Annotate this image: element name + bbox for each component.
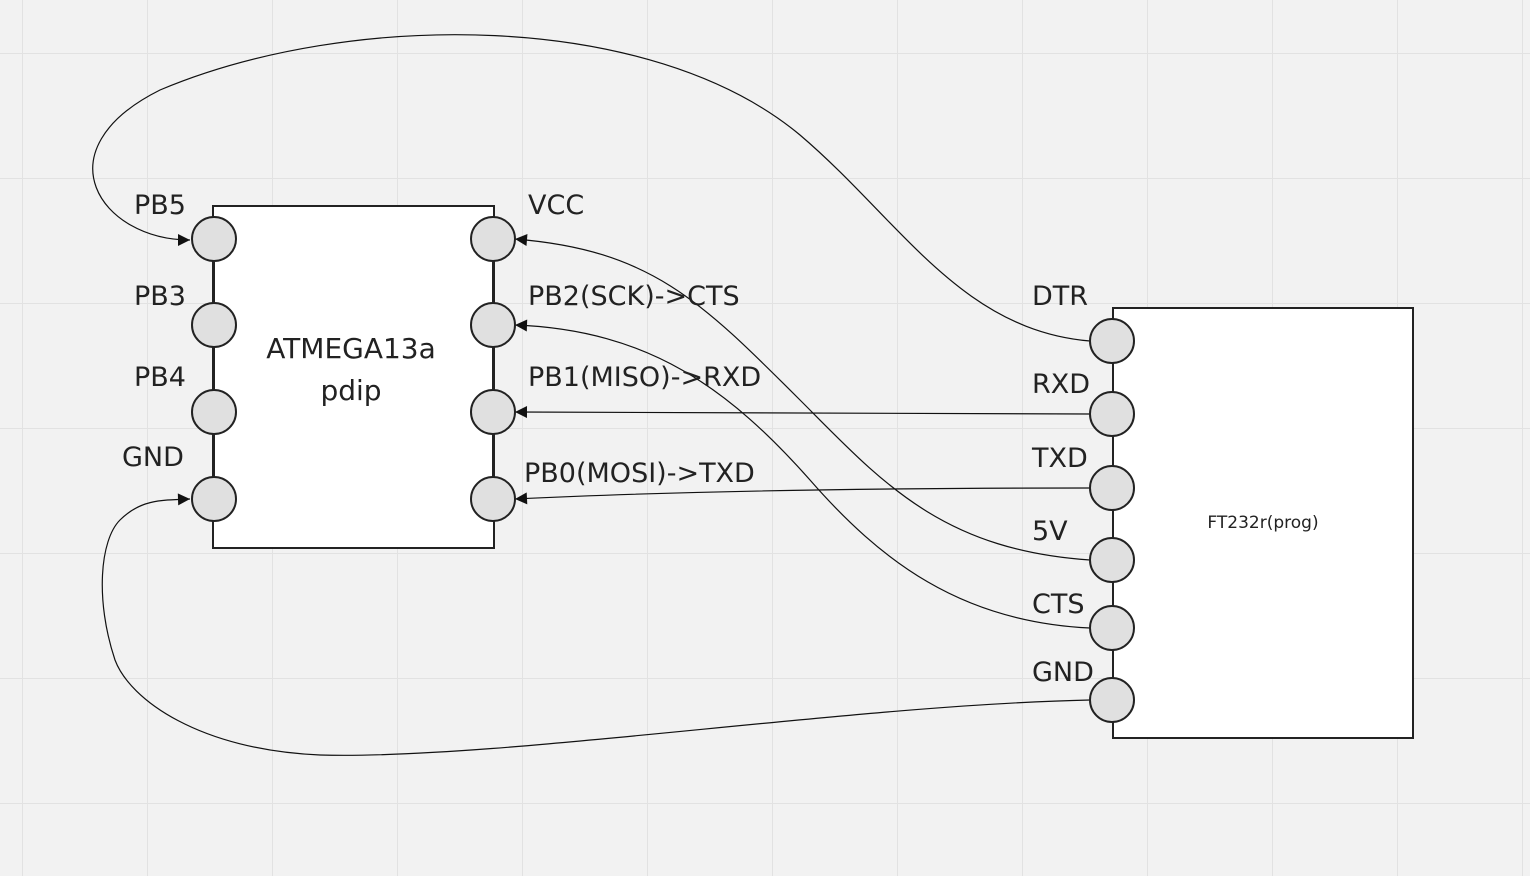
atmega-pin-pb3[interactable] bbox=[191, 302, 237, 348]
wire-dtr-pb5[interactable] bbox=[92, 34, 1091, 342]
ft232-label-5v: 5V bbox=[1032, 516, 1068, 547]
atmega-label-pb2: PB2(SCK)->CTS bbox=[528, 281, 740, 312]
atmega-label-pb5: PB5 bbox=[134, 190, 186, 221]
atmega-pin-pb4[interactable] bbox=[191, 389, 237, 435]
atmega-pin-pb1[interactable] bbox=[470, 389, 516, 435]
atmega-pin-vcc[interactable] bbox=[470, 216, 516, 262]
ft232-label-gnd: GND bbox=[1032, 657, 1094, 688]
ft232-pin-cts[interactable] bbox=[1089, 605, 1135, 651]
atmega-title-line1: ATMEGA13a bbox=[266, 332, 436, 365]
ft232-label-dtr: DTR bbox=[1032, 281, 1088, 312]
ft232-label-txd: TXD bbox=[1031, 443, 1088, 474]
ft232-chip[interactable]: FT232r(prog) DTR RXD TXD 5V CTS GND bbox=[1031, 281, 1414, 739]
wire-5v-vcc[interactable] bbox=[514, 233, 1091, 561]
atmega-label-pb0: PB0(MOSI)->TXD bbox=[524, 458, 755, 489]
atmega-pin-gnd[interactable] bbox=[191, 476, 237, 522]
wire-gnd-gnd[interactable] bbox=[101, 493, 1091, 756]
ft232-body[interactable] bbox=[1112, 307, 1414, 739]
atmega-label-pb4: PB4 bbox=[134, 362, 186, 393]
ft232-pin-rxd[interactable] bbox=[1089, 391, 1135, 437]
wire-rxd-pb1[interactable] bbox=[514, 406, 1091, 419]
atmega-body[interactable] bbox=[212, 205, 495, 549]
wire-cts-pb2[interactable] bbox=[514, 319, 1091, 629]
ft232-pin-gnd[interactable] bbox=[1089, 677, 1135, 723]
atmega-pin-pb2[interactable] bbox=[470, 302, 516, 348]
ft232-pin-dtr[interactable] bbox=[1089, 318, 1135, 364]
atmega-pin-pb5[interactable] bbox=[191, 216, 237, 262]
atmega-label-gnd: GND bbox=[122, 442, 184, 473]
wires bbox=[92, 34, 1091, 756]
wire-txd-pb0[interactable] bbox=[514, 487, 1091, 505]
ft232-pin-5v[interactable] bbox=[1089, 537, 1135, 583]
atmega-title-line2: pdip bbox=[320, 374, 381, 407]
atmega-label-pb1: PB1(MISO)->RXD bbox=[528, 362, 761, 393]
atmega-pin-pb0[interactable] bbox=[470, 476, 516, 522]
atmega-label-vcc: VCC bbox=[528, 190, 584, 221]
ft232-title: FT232r(prog) bbox=[1207, 513, 1318, 533]
ft232-pin-txd[interactable] bbox=[1089, 465, 1135, 511]
ft232-label-cts: CTS bbox=[1032, 589, 1084, 620]
atmega-chip[interactable]: ATMEGA13a pdip PB5 PB3 PB4 GND VCC PB2(S… bbox=[122, 190, 761, 549]
ft232-label-rxd: RXD bbox=[1032, 369, 1090, 400]
atmega-label-pb3: PB3 bbox=[134, 281, 186, 312]
